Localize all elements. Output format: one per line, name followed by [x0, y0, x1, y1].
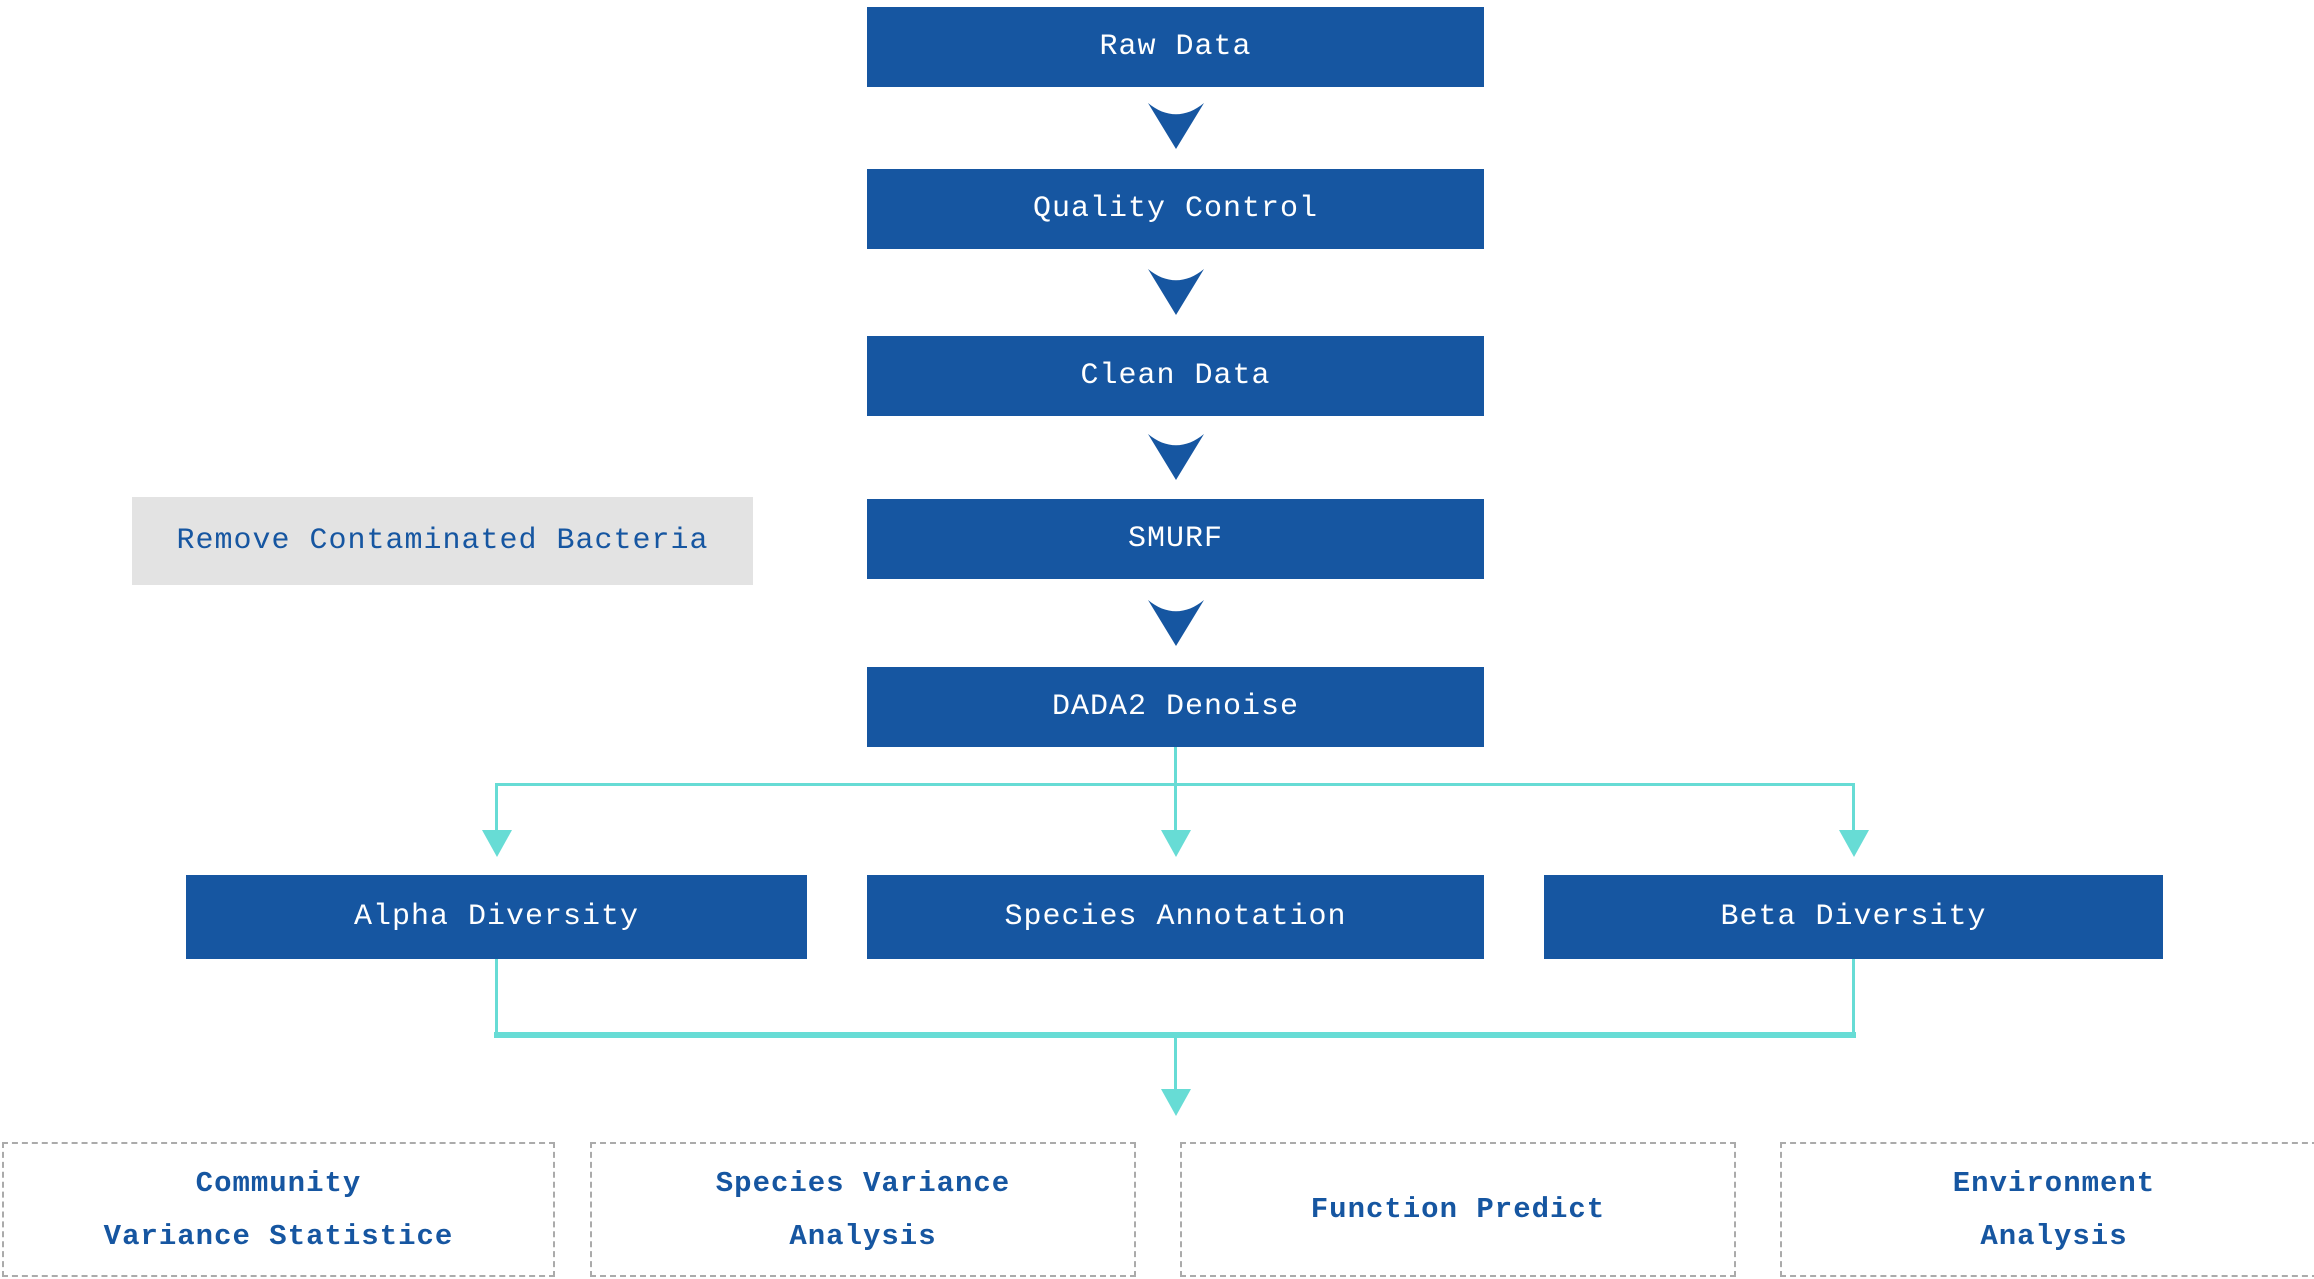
arrow-down-icon	[1161, 1089, 1191, 1116]
chevron-down-icon	[1148, 269, 1204, 315]
flow-step-raw-data: Raw Data	[867, 7, 1484, 87]
flow-step-label: Raw Data	[1099, 30, 1252, 64]
arrow-down-icon	[1839, 830, 1869, 857]
output-label-line1: Species Variance	[715, 1166, 1011, 1200]
connector-line	[1174, 786, 1177, 832]
chevron-down-icon	[1148, 600, 1204, 646]
chevron-down-icon	[1148, 103, 1204, 149]
flow-step-label: SMURF	[1127, 522, 1223, 556]
connector-line	[1174, 747, 1177, 786]
connector-line	[495, 959, 498, 1036]
arrow-down-icon	[482, 830, 512, 857]
output-label-line2: Analysis	[1980, 1219, 2128, 1253]
connector-line	[494, 1032, 1856, 1038]
note-remove-contaminated-bacteria: Remove Contaminated Bacteria	[132, 497, 753, 585]
chevron-down-icon	[1148, 434, 1204, 480]
flow-step-clean-data: Clean Data	[867, 336, 1484, 416]
output-label-line2: Variance Statistice	[103, 1219, 454, 1253]
output-label-line2: Analysis	[789, 1219, 937, 1253]
branch-label: Beta Diversity	[1720, 900, 1987, 934]
flow-step-dada2-denoise: DADA2 Denoise	[867, 667, 1484, 747]
connector-line	[495, 783, 1855, 786]
output-function-predict: Function Predict	[1180, 1142, 1736, 1277]
output-species-variance-analysis: Species Variance Analysis	[590, 1142, 1136, 1277]
flow-step-quality-control: Quality Control	[867, 169, 1484, 249]
connector-line	[1852, 783, 1855, 832]
flow-step-label: Quality Control	[1032, 192, 1319, 226]
output-label-line1: Environment	[1952, 1166, 2156, 1200]
branch-alpha-diversity: Alpha Diversity	[186, 875, 807, 959]
branch-beta-diversity: Beta Diversity	[1544, 875, 2163, 959]
output-label-line1: Function Predict	[1310, 1193, 1606, 1226]
note-label: Remove Contaminated Bacteria	[176, 524, 709, 558]
flow-step-label: DADA2 Denoise	[1051, 690, 1300, 724]
arrow-down-icon	[1161, 830, 1191, 857]
branch-label: Alpha Diversity	[353, 900, 640, 934]
output-label-line1: Community	[195, 1166, 362, 1200]
output-community-variance-statistice: Community Variance Statistice	[2, 1142, 555, 1277]
connector-line	[1852, 959, 1855, 1036]
flow-step-smurf: SMURF	[867, 499, 1484, 579]
output-environment-analysis: Environment Analysis	[1780, 1142, 2314, 1277]
flow-step-label: Clean Data	[1080, 359, 1271, 393]
branch-species-annotation: Species Annotation	[867, 875, 1484, 959]
connector-line	[495, 783, 498, 832]
connector-line	[1174, 1038, 1177, 1091]
branch-label: Species Annotation	[1004, 900, 1347, 934]
